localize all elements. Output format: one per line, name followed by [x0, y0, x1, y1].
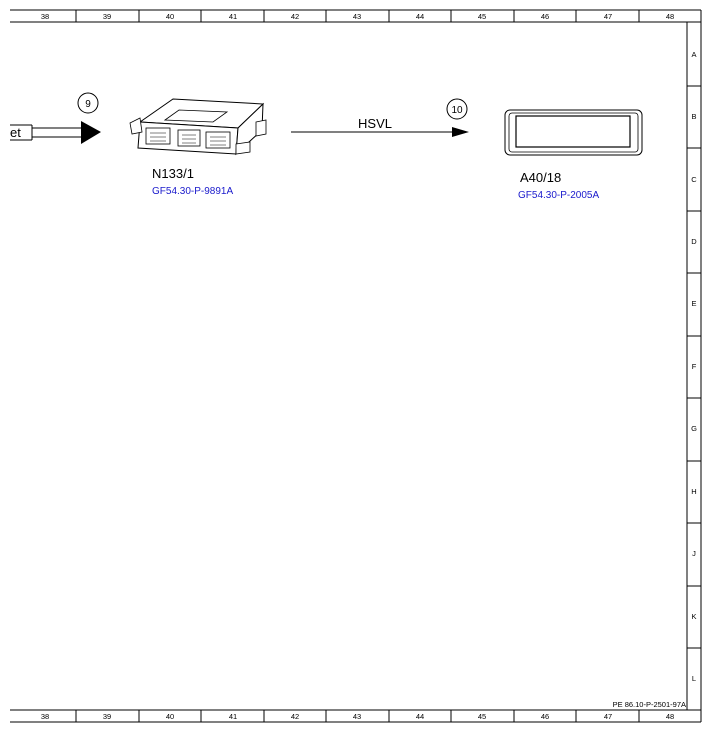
- a40-designation: A40/18: [520, 170, 561, 185]
- marker-circle-10: [446, 98, 468, 120]
- top-ruler-col-48: 48: [666, 12, 674, 21]
- top-ruler-col-41: 41: [229, 12, 237, 21]
- bottom-ruler-col-46: 46: [541, 712, 549, 721]
- hsvl-signal-label: HSVL: [358, 116, 392, 131]
- top-ruler: 38 39 40 41 42 43 44 45 46 47 48: [10, 9, 701, 23]
- right-ruler-row-l: L: [692, 674, 696, 683]
- top-ruler-col-38: 38: [41, 12, 49, 21]
- document-number: PE 86.10-P-2501-97A: [613, 700, 686, 709]
- right-ruler-row-j: J: [692, 549, 696, 558]
- control-unit-n133[interactable]: [129, 98, 267, 156]
- right-ruler-row-a: A: [691, 50, 696, 59]
- right-ruler-row-b: B: [691, 112, 696, 121]
- top-ruler-col-44: 44: [416, 12, 424, 21]
- top-ruler-col-42: 42: [291, 12, 299, 21]
- incoming-wire: et 9: [10, 92, 101, 144]
- top-ruler-col-39: 39: [103, 12, 111, 21]
- a40-reference-link[interactable]: GF54.30-P-2005A: [518, 190, 599, 201]
- bottom-ruler-col-38: 38: [41, 712, 49, 721]
- marker-circle-9: [77, 92, 99, 114]
- right-ruler-row-d: D: [691, 237, 697, 246]
- bottom-ruler-col-40: 40: [166, 712, 174, 721]
- display-unit-a40[interactable]: [504, 109, 643, 156]
- marker-9-number: 9: [85, 99, 91, 110]
- right-ruler: A B C D E F G H J K L: [686, 10, 702, 722]
- marker-10-number: 10: [451, 105, 463, 116]
- display-screen: [515, 115, 631, 148]
- bottom-ruler-col-42: 42: [291, 712, 299, 721]
- n133-reference-link[interactable]: GF54.30-P-9891A: [152, 186, 233, 197]
- bottom-ruler-col-43: 43: [353, 712, 361, 721]
- bottom-ruler-col-39: 39: [103, 712, 111, 721]
- right-ruler-row-k: K: [691, 612, 696, 621]
- n133-designation: N133/1: [152, 166, 194, 181]
- incoming-wire-label: et: [10, 125, 21, 140]
- bottom-ruler-col-44: 44: [416, 712, 424, 721]
- bottom-ruler-col-41: 41: [229, 712, 237, 721]
- right-ruler-row-h: H: [691, 487, 696, 496]
- top-ruler-col-47: 47: [604, 12, 612, 21]
- top-ruler-col-40: 40: [166, 12, 174, 21]
- right-ruler-row-c: C: [691, 175, 697, 184]
- hsvl-signal-line: HSVL 10: [291, 98, 469, 137]
- incoming-arrow-head: [81, 121, 101, 144]
- right-ruler-row-e: E: [691, 299, 696, 308]
- top-ruler-col-43: 43: [353, 12, 361, 21]
- top-ruler-col-45: 45: [478, 12, 486, 21]
- hsvl-arrow-head: [452, 127, 469, 137]
- bottom-ruler-col-45: 45: [478, 712, 486, 721]
- bottom-ruler-col-48: 48: [666, 712, 674, 721]
- right-ruler-row-f: F: [692, 362, 697, 371]
- bottom-ruler: 38 39 40 41 42 43 44 45 46 47 48: [10, 709, 701, 723]
- right-ruler-row-g: G: [691, 424, 697, 433]
- top-ruler-col-46: 46: [541, 12, 549, 21]
- bottom-ruler-col-47: 47: [604, 712, 612, 721]
